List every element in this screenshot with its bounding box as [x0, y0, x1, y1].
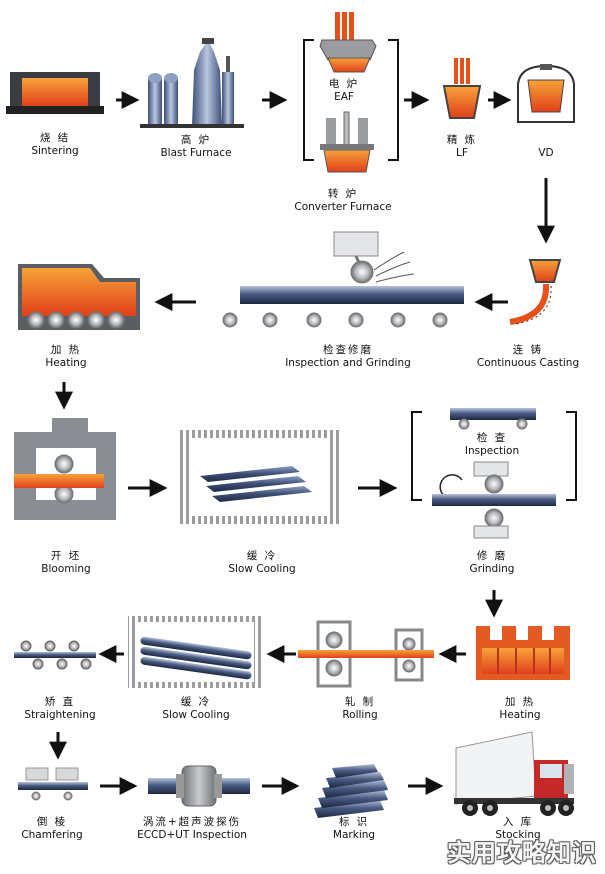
label-slow-cooling-2: 缓 冷Slow Cooling: [162, 696, 229, 722]
label-inspection: 检 查Inspection: [465, 432, 519, 458]
label-marking: 标 识Marking: [333, 816, 375, 842]
label-grinding: 修 磨Grinding: [470, 550, 515, 576]
slow-cooling-pit-icon: [180, 430, 340, 524]
label-inspection-grinding: 检查修磨Inspection and Grinding: [285, 344, 411, 370]
label-vd: VD: [538, 147, 553, 160]
straightening-machine-icon: [14, 641, 96, 669]
stocking-truck-icon: [454, 732, 574, 816]
label-straightening: 矫 直Straightening: [24, 696, 95, 722]
label-blooming: 开 坯Blooming: [41, 550, 90, 576]
label-heating-2: 加 热Heating: [499, 696, 540, 722]
inspection-grinding-icon: [223, 232, 464, 327]
label-blast-furnace: 高 炉Blast Furnace: [160, 134, 231, 160]
eaf-icon: [320, 12, 376, 72]
continuous-casting-icon: [510, 260, 560, 324]
blast-furnace-icon: [140, 38, 244, 128]
label-slow-cooling-1: 缓 冷Slow Cooling: [228, 550, 295, 576]
eccd-ut-inspection-icon: [148, 766, 250, 806]
marking-bundle-icon: [314, 764, 388, 818]
label-converter: 转 炉Converter Furnace: [294, 188, 391, 214]
label-continuous-casting: 连 铸Continuous Casting: [477, 344, 579, 370]
grinding-station-icon: [432, 462, 556, 538]
vd-icon: [518, 64, 574, 122]
label-lf: 精 炼LF: [447, 134, 477, 160]
lf-icon: [444, 58, 480, 118]
chamfering-machine-icon: [18, 768, 88, 800]
label-eaf: 电 炉EAF: [329, 78, 359, 104]
label-heating-1: 加 热Heating: [45, 344, 86, 370]
inspection-station-icon: [450, 408, 536, 429]
label-sintering: 烧 结Sintering: [31, 132, 78, 158]
blooming-mill-icon: [14, 418, 116, 520]
watermark: 实用攻略知识: [447, 833, 597, 868]
heating-furnace-icon: [18, 264, 140, 330]
label-rolling: 轧 制Rolling: [342, 696, 377, 722]
label-chamfering: 倒 棱Chamfering: [21, 816, 82, 842]
label-eccd-ut: 涡流+超声波探伤ECCD+UT Inspection: [137, 816, 247, 842]
rolling-mill-icon: [298, 622, 434, 686]
converter-icon: [320, 112, 374, 172]
slow-cooling-bed-icon: [128, 616, 262, 688]
reheating-furnace-icon: [476, 626, 570, 680]
sintering-icon: [6, 72, 104, 114]
